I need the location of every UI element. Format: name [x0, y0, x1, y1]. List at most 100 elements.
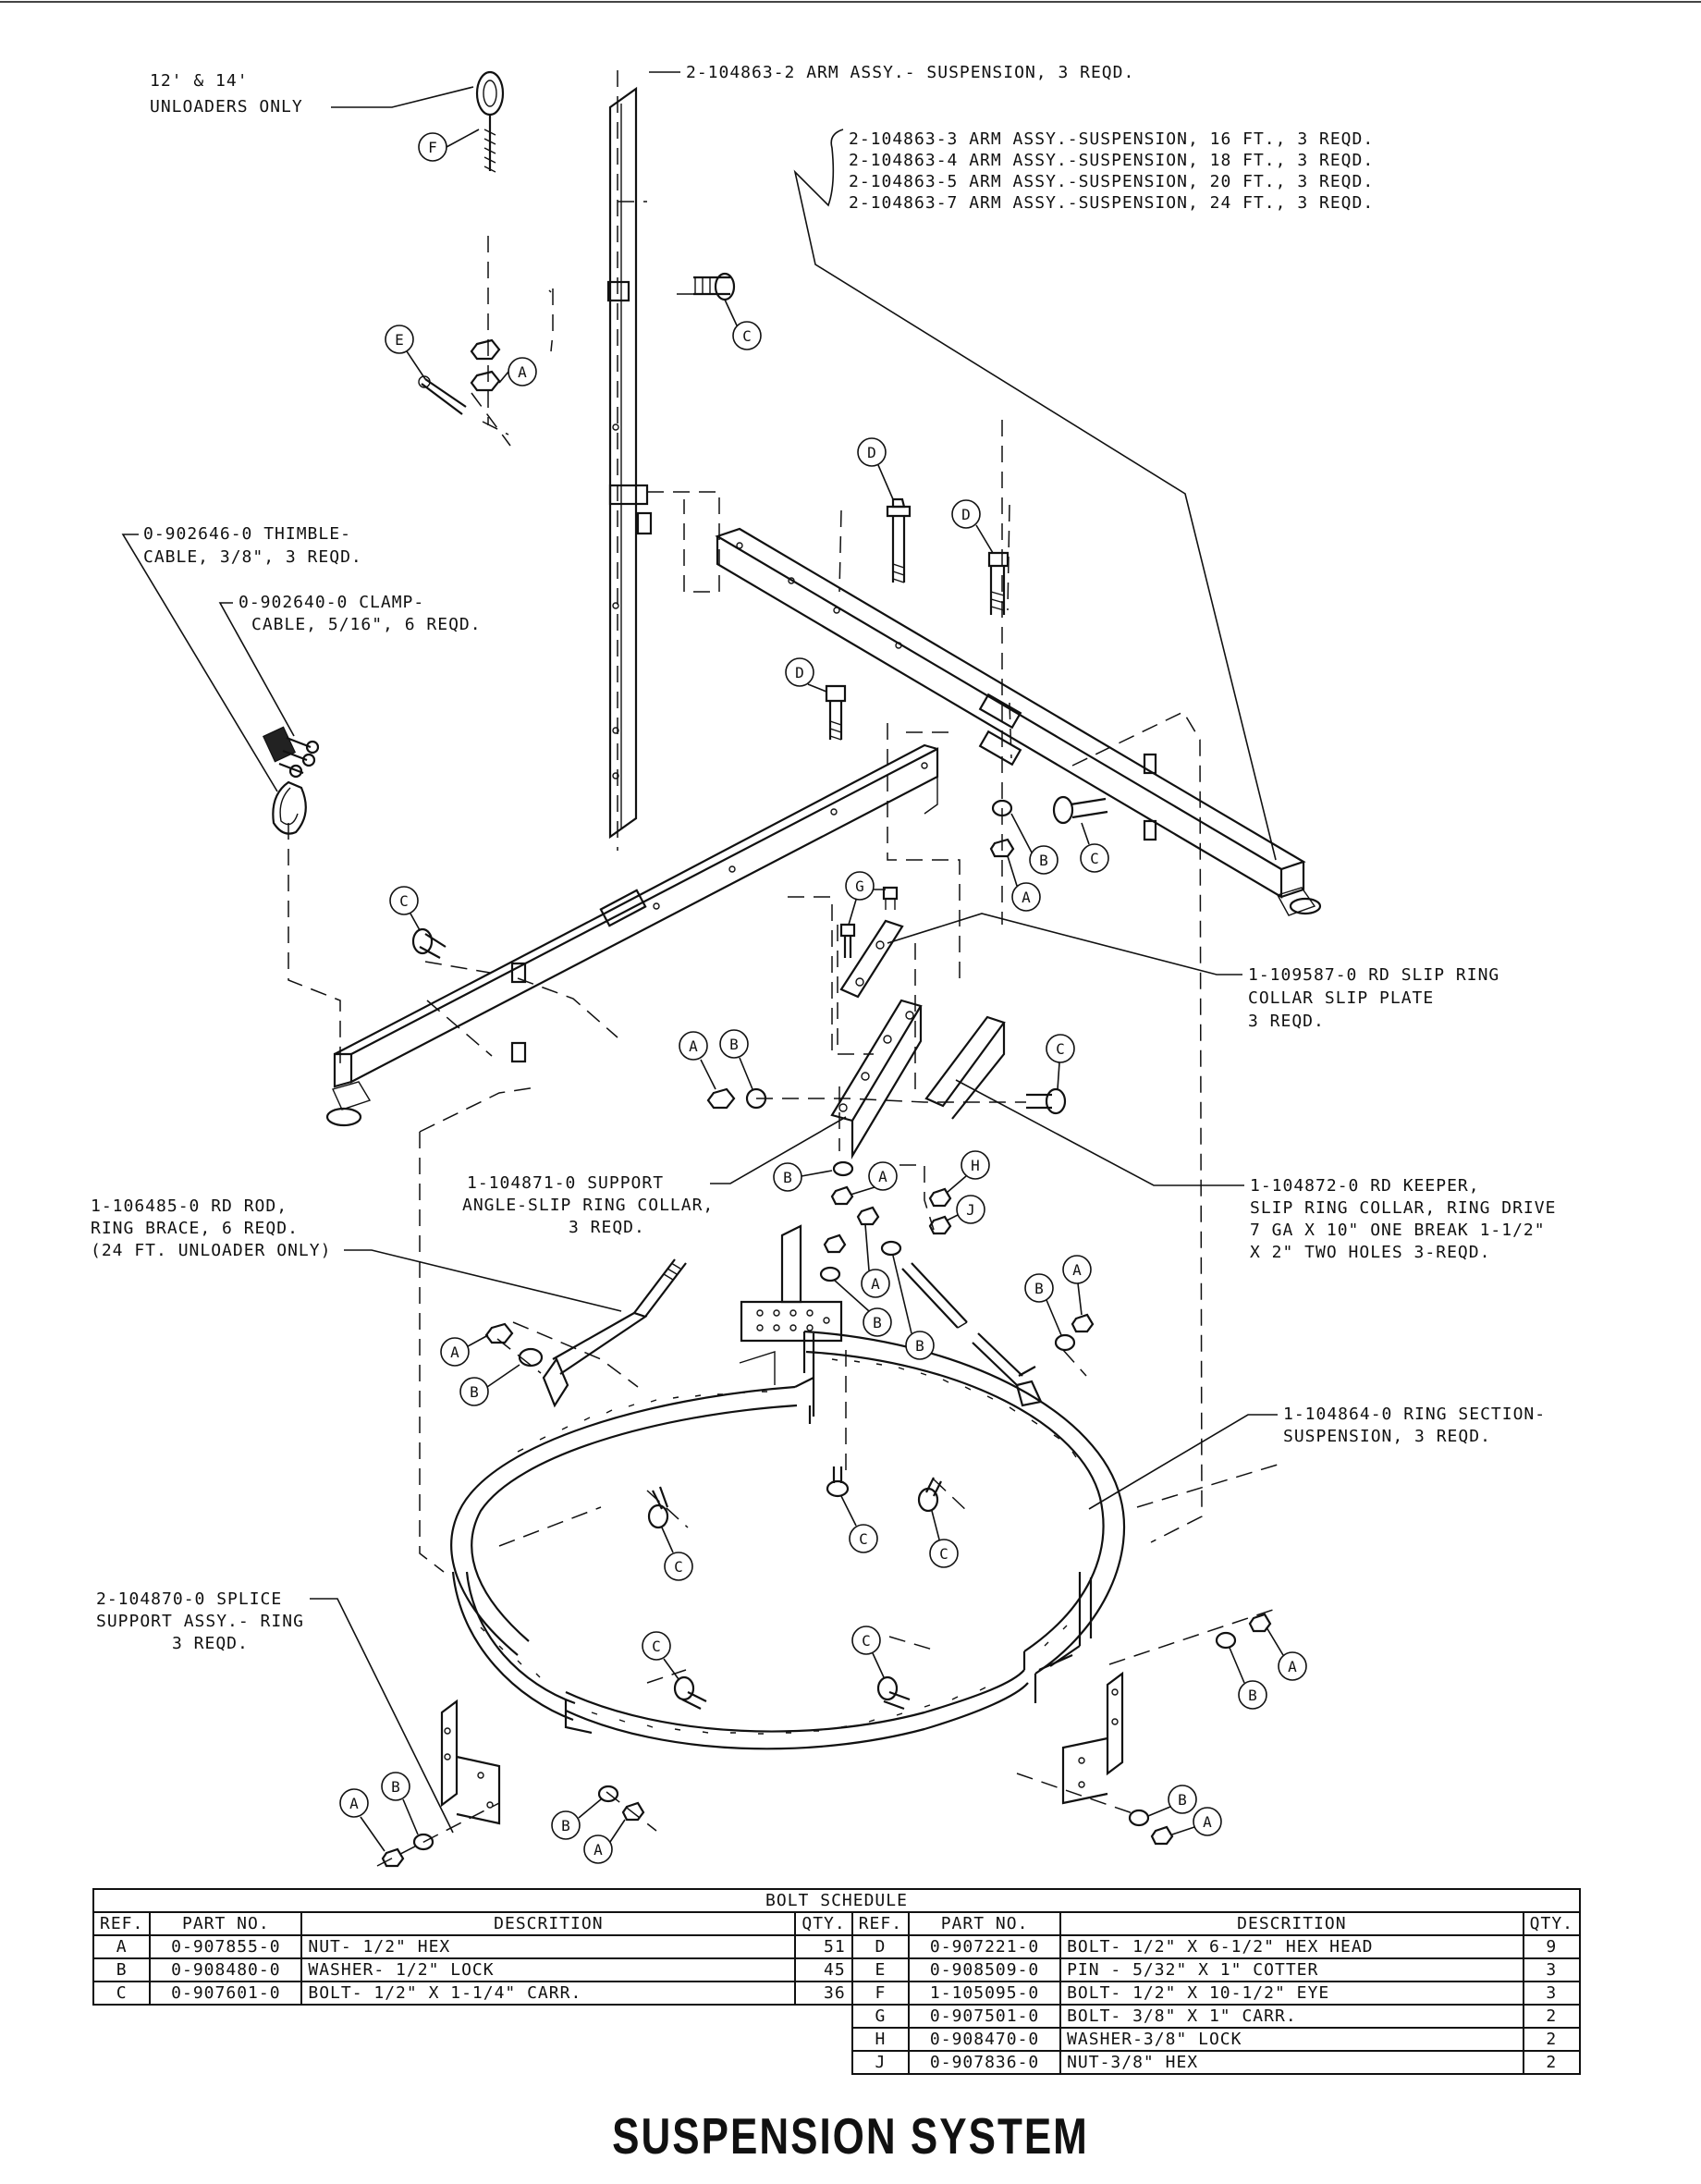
- washer-nut: [1054, 1313, 1095, 1352]
- suspension-arm-right: [715, 527, 1322, 916]
- ref-letter: H: [971, 1157, 980, 1174]
- ref-circle-g: G: [845, 871, 886, 926]
- ref-letter: A: [689, 1037, 698, 1055]
- washer-nut: [484, 1322, 544, 1368]
- blank-cell: [93, 2051, 852, 2074]
- blank-cell: [93, 2005, 852, 2028]
- row-ref: D: [850, 1934, 911, 1959]
- ref-letter: A: [349, 1795, 359, 1812]
- assembly-dashed-lines: [288, 70, 1279, 1867]
- ref-letter: B: [470, 1383, 479, 1401]
- row-qty: 2: [1522, 2027, 1582, 2052]
- row-ref: C: [92, 1981, 152, 2006]
- row-qty: 3: [1522, 1957, 1582, 1982]
- table-row: G 0-907501-0 BOLT- 3/8" X 1" CARR. 2: [93, 2004, 1582, 2029]
- keeper: [924, 1015, 1006, 1120]
- ref-circle-b: B: [773, 1162, 833, 1192]
- ref-circle-b: B: [459, 1364, 520, 1406]
- row-description: BOLT- 1/2" X 1-1/4" CARR.: [300, 1981, 797, 2006]
- row-qty: 36: [794, 1981, 853, 2006]
- page-title: SUSPENSION SYSTEM: [612, 2108, 1089, 2166]
- ref-letter: B: [783, 1169, 792, 1186]
- bolt-schedule-table: BOLT SCHEDULE REF. PART NO. DESCRITION Q…: [92, 1888, 1582, 2075]
- ref-letter: C: [862, 1632, 871, 1650]
- ref-letter: C: [1090, 850, 1099, 867]
- ref-circle-a: A: [1266, 1626, 1307, 1681]
- row-ref: G: [850, 2004, 911, 2029]
- callout-line: COLLAR SLIP PLATE: [1248, 988, 1434, 1008]
- callout-splice: 2-104870-0 SPLICE SUPPORT ASSY.- RING 3 …: [96, 1589, 454, 1834]
- ref-circle-a: A: [679, 1031, 716, 1090]
- ref-circle-h: H: [946, 1150, 990, 1194]
- washer-nut: [1215, 1613, 1272, 1650]
- cable-thimble: [272, 780, 307, 835]
- callout-line: 2-104863-5 ARM ASSY.-SUSPENSION, 20 FT.,…: [849, 172, 1374, 191]
- ref-circle-f: F: [418, 129, 480, 162]
- callout-ring-section: 1-104864-0 RING SECTION- SUSPENSION, 3 R…: [1088, 1405, 1546, 1510]
- washer-nut: [597, 1785, 645, 1822]
- row-qty: 3: [1522, 1981, 1582, 2006]
- header-qty: QTY.: [794, 1911, 853, 1936]
- callout-line: 0-902640-0 CLAMP-: [239, 593, 424, 612]
- callout-line: 1-104864-0 RING SECTION-: [1283, 1405, 1546, 1424]
- callout-line: 2-104863-4 ARM ASSY.-SUSPENSION, 18 FT.,…: [849, 151, 1374, 170]
- hex-head-bolt: [987, 551, 1010, 615]
- ref-circle-d: D: [857, 437, 894, 500]
- callout-line: RING BRACE, 6 REQD.: [91, 1219, 299, 1238]
- callout-line: 7 GA X 10" ONE BREAK 1-1/2": [1250, 1221, 1546, 1240]
- suspension-ring: [450, 1330, 1126, 1750]
- ref-letter: A: [1072, 1261, 1082, 1279]
- row-ref: B: [92, 1957, 152, 1982]
- washer-nut: [1128, 1809, 1174, 1846]
- ref-circle-c: C: [661, 1527, 693, 1581]
- callout-line: CABLE, 3/8", 3 REQD.: [143, 547, 362, 567]
- washer-nut: [706, 1087, 767, 1110]
- header-ref: REF.: [92, 1911, 152, 1936]
- callout-line: SUSPENSION, 3 REQD.: [1283, 1427, 1491, 1446]
- row-qty: 45: [794, 1957, 853, 1982]
- callout-arm-2: 2-104863-2 ARM ASSY.- SUSPENSION, 3 REQD…: [649, 63, 1133, 82]
- carriage-bolt: [917, 1477, 942, 1513]
- ring-brace-rod: [542, 1258, 687, 1408]
- ref-circle-b: B: [1229, 1647, 1267, 1710]
- ref-letter: B: [873, 1314, 882, 1331]
- row-description: WASHER- 1/2" LOCK: [300, 1957, 797, 1982]
- ref-letter: B: [915, 1337, 924, 1355]
- callout-line: SUPPORT ASSY.- RING: [96, 1612, 304, 1631]
- ref-letter: B: [1034, 1280, 1044, 1297]
- carriage-bolt: [826, 1466, 850, 1498]
- ref-letter: F: [428, 139, 437, 156]
- splice-bracket: [740, 1224, 843, 1343]
- row-part-no: 0-908480-0: [149, 1957, 303, 1982]
- header-description: DESCRITION: [1059, 1911, 1524, 1936]
- table-title: BOLT SCHEDULE: [92, 1888, 1581, 1913]
- callout-line: 3 REQD.: [1248, 1012, 1325, 1031]
- callout-keeper: 1-104872-0 RD KEEPER, SLIP RING COLLAR, …: [955, 1079, 1555, 1262]
- ref-letter: C: [1056, 1040, 1065, 1058]
- callout-line: 2-104863-7 ARM ASSY.-SUSPENSION, 24 FT.,…: [849, 193, 1374, 213]
- splice-support-left: [440, 1699, 501, 1825]
- ref-letter: A: [878, 1168, 887, 1185]
- ref-circle-b: B: [1147, 1785, 1197, 1817]
- callout-line: CABLE, 5/16", 6 REQD.: [251, 615, 482, 634]
- carriage-bolt: [1052, 795, 1108, 825]
- ref-circle-c: C: [929, 1510, 959, 1568]
- header-qty: QTY.: [1522, 1911, 1582, 1936]
- ref-circle-c: C: [642, 1631, 679, 1680]
- callout-arm-variants: 2-104863-3 ARM ASSY.-SUSPENSION, 16 FT.,…: [793, 129, 1374, 861]
- ref-circle-b: B: [833, 1279, 892, 1337]
- callout-unloaders-only: 12' & 14' UNLOADERS ONLY: [150, 71, 474, 117]
- ref-letter: C: [742, 327, 752, 345]
- row-ref: A: [92, 1934, 152, 1959]
- washer-nut: [381, 1833, 434, 1868]
- callout-line: 12' & 14': [150, 71, 249, 91]
- header-part-no: PART NO.: [149, 1911, 303, 1936]
- ref-circle-b: B: [381, 1772, 419, 1835]
- header-ref: REF.: [850, 1911, 911, 1936]
- ref-circle-d: D: [951, 499, 994, 554]
- ref-circle-c: C: [1046, 1034, 1075, 1090]
- ref-circle-c: C: [389, 886, 421, 931]
- ref-letter: B: [1178, 1791, 1187, 1809]
- table-row: C 0-907601-0 BOLT- 1/2" X 1-1/4" CARR. 3…: [92, 1981, 1582, 2006]
- callout-line: 3 REQD.: [569, 1218, 645, 1237]
